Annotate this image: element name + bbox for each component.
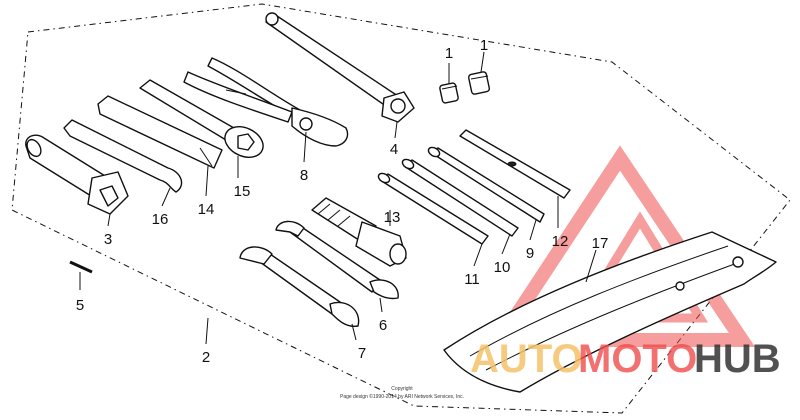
watermark-auto: AUTO <box>470 337 583 381</box>
callout-5: 5 <box>76 297 84 314</box>
watermark-text: AUTO MOTO HUB <box>470 337 781 381</box>
callout-12: 12 <box>552 233 569 250</box>
watermark-moto: MOTO <box>578 337 697 381</box>
callout-17: 17 <box>592 235 609 252</box>
part-3-socket-wrench <box>25 134 129 215</box>
callout-2: 2 <box>202 349 210 366</box>
part-11-screwdriver-shaft <box>377 172 489 245</box>
part-8-pliers <box>183 57 349 147</box>
kit-boundary-frame <box>11 3 791 414</box>
callout-14: 14 <box>198 201 215 218</box>
part-16-hook-spanner <box>63 119 183 193</box>
callout-16: 16 <box>152 211 169 228</box>
part-1-cap-a <box>439 82 459 104</box>
callout-1-left: 1 <box>445 45 453 62</box>
callout-9: 9 <box>526 245 534 262</box>
part-1-cap-b <box>467 71 491 95</box>
callout-3: 3 <box>104 231 112 248</box>
callout-1-right: 1 <box>480 37 488 54</box>
callout-4: 4 <box>390 141 398 158</box>
part-13-screwdriver-handle <box>311 197 407 267</box>
callout-6: 6 <box>379 317 387 334</box>
part-7-open-wrench <box>239 246 360 328</box>
callout-10: 10 <box>494 259 511 276</box>
watermark-hub: HUB <box>694 337 781 381</box>
callout-8: 8 <box>300 167 308 184</box>
part-4-box-wrench <box>265 12 415 123</box>
callout-7: 7 <box>358 345 366 362</box>
callout-11: 11 <box>464 271 480 288</box>
copyright-line-2: Page design ©1990-2014 by ARI Network Se… <box>340 393 464 400</box>
part-10-screwdriver-shaft <box>401 158 519 237</box>
leader-lines <box>79 51 597 345</box>
callout-labels: 1 1 2 3 4 5 6 7 8 9 10 11 12 13 14 15 16… <box>76 37 609 366</box>
part-17-tool-bag <box>443 231 777 393</box>
callout-15: 15 <box>234 183 251 200</box>
part-9-screwdriver-shaft <box>427 146 545 223</box>
part-5-pin <box>69 260 93 274</box>
part-12-flat-blade <box>459 129 571 199</box>
part-14-flat-spanner <box>97 95 223 169</box>
copyright-line-1: Copyright <box>391 386 413 392</box>
part-6-open-wrench <box>275 220 399 300</box>
callout-13: 13 <box>384 209 401 226</box>
part-15-box-end-wrench <box>139 79 264 158</box>
